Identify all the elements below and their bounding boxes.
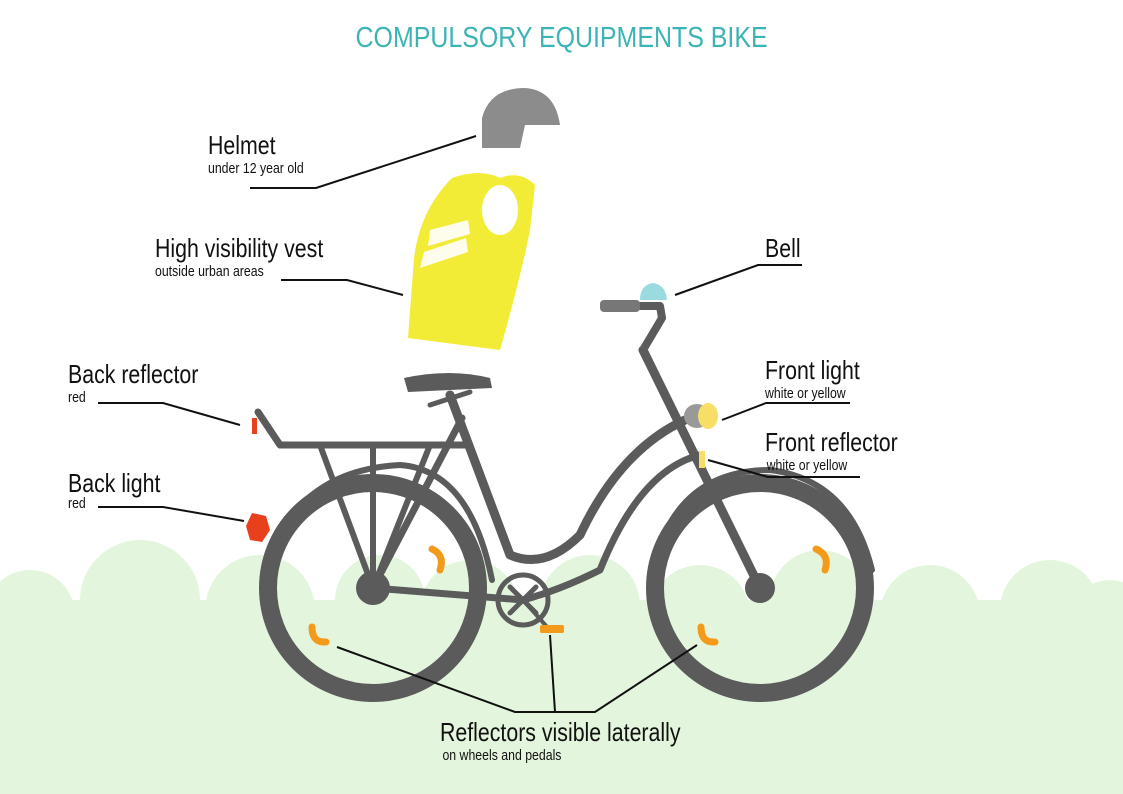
label-back-light: Back light red: [68, 468, 160, 513]
label-vest: High visibility vest outside urban areas: [155, 233, 323, 281]
bike: [254, 302, 875, 702]
label-title: Front reflector: [765, 427, 898, 457]
front-fender: [652, 467, 875, 573]
label-subtitle: under 12 year old: [208, 160, 304, 177]
rear-fender: [265, 462, 495, 583]
back-reflector: [252, 418, 257, 434]
front-light: [684, 403, 718, 429]
label-subtitle: on wheels and pedals: [442, 747, 562, 764]
label-subtitle: white or yellow: [765, 385, 846, 402]
label-title: High visibility vest: [155, 233, 324, 263]
handlebar-grip: [600, 300, 640, 312]
label-helmet: Helmet under 12 year old: [208, 130, 304, 178]
label-front-light: Front light white or yellow: [765, 355, 860, 403]
label-subtitle: red: [68, 495, 86, 512]
label-subtitle: red: [68, 389, 86, 406]
label-title: Back light: [68, 468, 161, 498]
label-front-reflector: Front reflector white or yellow: [765, 427, 898, 475]
helmet: [482, 88, 560, 148]
page-title: COMPULSORY EQUIPMENTS BIKE: [355, 22, 768, 54]
rear-hub: [356, 571, 390, 605]
leader-lines: [98, 135, 860, 713]
label-bell: Bell: [765, 233, 801, 263]
label-title: Bell: [765, 233, 801, 263]
bell: [640, 283, 667, 300]
front-hub: [745, 573, 775, 603]
high-visibility-vest: [408, 173, 535, 350]
label-back-reflector: Back reflector red: [68, 359, 198, 407]
label-title: Front light: [765, 355, 860, 385]
label-title: Helmet: [208, 130, 276, 160]
wheel-reflectors: [308, 545, 830, 646]
label-subtitle: white or yellow: [766, 457, 848, 474]
pedal-reflector: [540, 625, 564, 633]
label-lateral-reflectors: Reflectors visible laterally on wheels a…: [440, 717, 681, 765]
label-title: Back reflector: [68, 359, 199, 389]
label-subtitle: outside urban areas: [155, 263, 264, 280]
saddle: [404, 373, 492, 392]
front-wheel: [646, 474, 874, 702]
chainring: [495, 572, 551, 628]
label-title: Reflectors visible laterally: [440, 717, 681, 747]
front-reflector: [699, 451, 705, 468]
back-light: [246, 513, 270, 542]
